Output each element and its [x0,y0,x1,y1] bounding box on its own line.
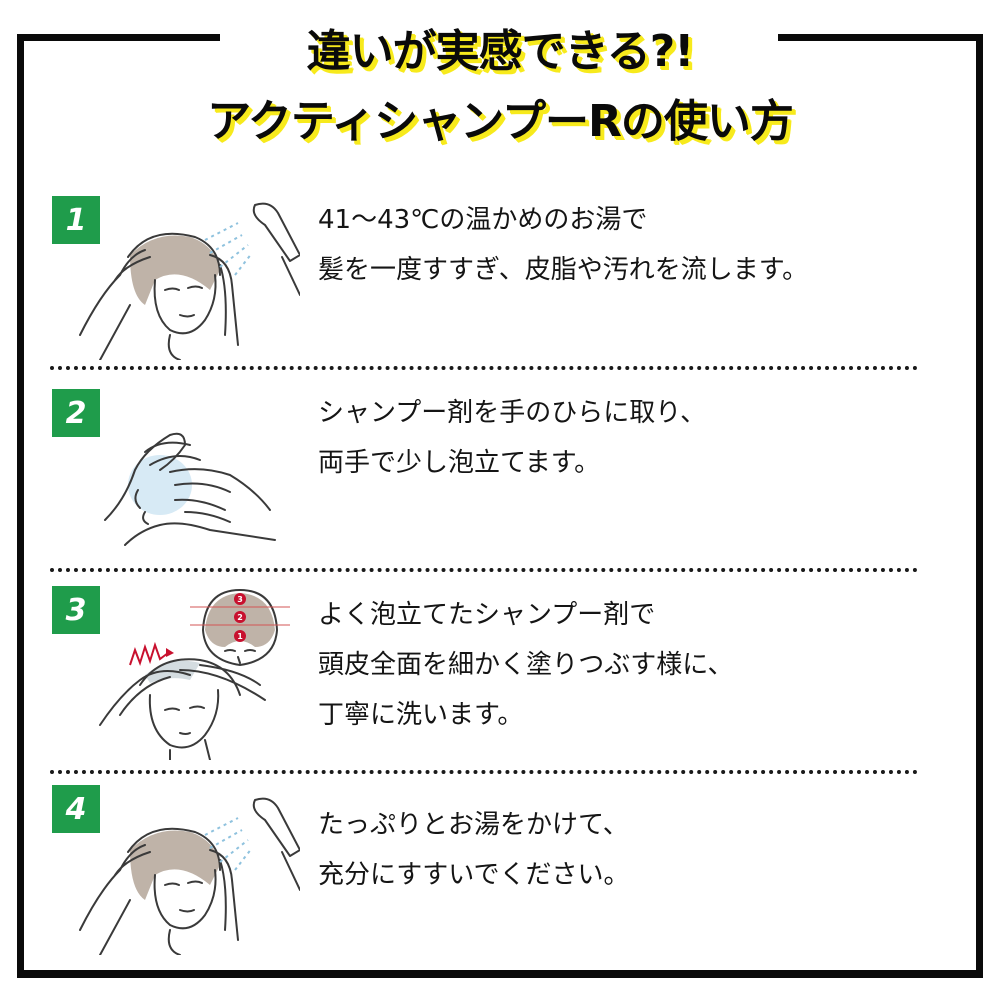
step-3-line-2: 頭皮全面を細かく塗りつぶす様に、 [318,650,734,680]
step-number: 4 [65,791,87,827]
zone-2-label: 2 [237,613,243,622]
step-4-line-2: 充分にすすいでください。 [318,860,630,890]
step-2-text: シャンプー剤を手のひらに取り、 両手で少し泡立てます。 [318,388,706,488]
scalp-zone-diagram: 3 2 1 [190,589,290,666]
person-rinsing-hair-with-shower-icon [79,202,300,360]
step-number: 3 [65,592,87,628]
step-divider-1 [50,366,918,370]
step-3-line-1: よく泡立てたシャンプー剤で [318,600,656,630]
page-title-line-1: 違いが実感できる?! [306,26,695,77]
step-1-line-1: 41～43℃の温かめのお湯で [318,205,648,235]
step-4-badge: 4 [52,785,100,833]
step-2-line-2: 両手で少し泡立てます。 [318,448,601,478]
page-title-line-2: アクティシャンプーRの使い方 [207,96,794,147]
frame-left-border [17,34,24,978]
person-rinsing-hair-with-shower-icon [79,797,300,955]
step-2-badge: 2 [52,389,100,437]
zone-1-label: 1 [237,632,243,641]
step-divider-2 [50,568,918,572]
step-number: 1 [65,202,87,238]
zone-3-label: 3 [237,595,243,604]
step-1-badge: 1 [52,196,100,244]
person-massaging-scalp-icon: 3 2 1 [99,589,290,760]
step-4-text: たっぷりとお湯をかけて、 充分にすすいでください。 [318,800,629,900]
frame-top-right-border [778,34,983,41]
step-divider-3 [50,770,918,774]
hands-lathering-shampoo-icon [104,432,276,546]
step-3-line-3: 丁寧に洗います。 [318,700,524,730]
step-4-line-1: たっぷりとお湯をかけて、 [318,810,629,840]
step-2-line-1: シャンプー剤を手のひらに取り、 [318,398,707,428]
frame-top-left-border [17,34,220,41]
step-3-text: よく泡立てたシャンプー剤で 頭皮全面を細かく塗りつぶす様に、 丁寧に洗います。 [318,590,733,740]
step-3-badge: 3 [52,586,100,634]
frame-bottom-border [17,970,983,978]
frame-right-border [976,34,983,978]
step-1-line-2: 髪を一度すすぎ、皮脂や汚れを流します。 [318,255,809,285]
step-1-text: 41～43℃の温かめのお湯で 髪を一度すすぎ、皮脂や汚れを流します。 [318,195,808,295]
step-number: 2 [65,395,87,431]
